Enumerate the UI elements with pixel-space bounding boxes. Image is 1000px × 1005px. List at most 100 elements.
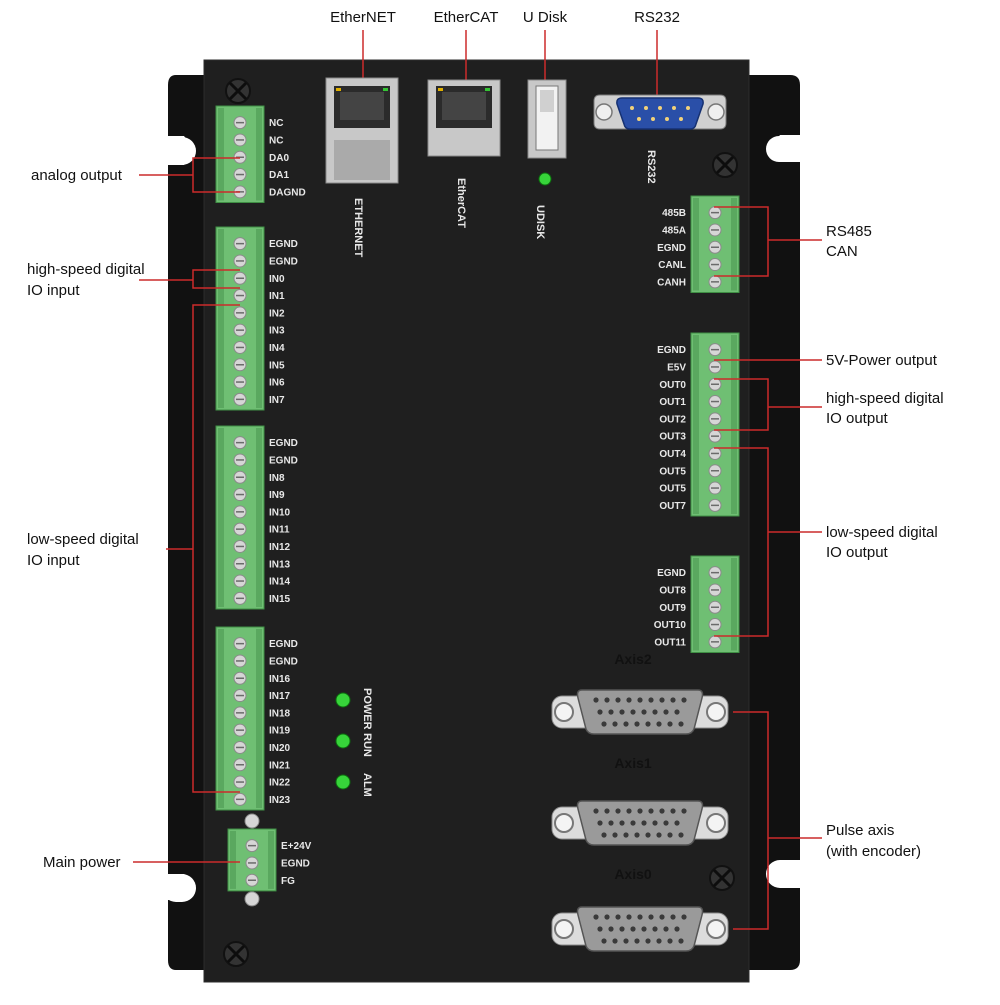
usb-port[interactable] [527, 79, 567, 159]
terminal-screw[interactable] [233, 740, 247, 754]
led-run-indicator: RUN [335, 733, 373, 757]
terminal-screw[interactable] [233, 654, 247, 668]
terminal-screw[interactable] [233, 775, 247, 789]
terminal-screw[interactable] [708, 275, 722, 289]
ethernet-port[interactable] [325, 77, 399, 184]
terminal-screw[interactable] [708, 258, 722, 272]
pin-label: DA1 [269, 170, 289, 181]
terminal-screw[interactable] [233, 392, 247, 406]
terminal-screw[interactable] [233, 254, 247, 268]
terminal-screw[interactable] [233, 557, 247, 571]
terminal-screw[interactable] [233, 637, 247, 651]
pin-label: OUT5 [659, 484, 686, 495]
terminal-screw[interactable] [708, 343, 722, 357]
axis1-connector[interactable] [551, 800, 729, 846]
led-power-label: POWER [361, 688, 373, 730]
terminal-screw[interactable] [233, 792, 247, 806]
pin-label: CANL [658, 260, 686, 271]
terminal-screw[interactable] [245, 839, 259, 853]
pin-label: IN5 [269, 360, 285, 371]
udisk-top-label: U Disk [523, 9, 568, 26]
pin-label: OUT8 [659, 585, 686, 596]
pin-label: FG [281, 876, 295, 887]
terminal-screw[interactable] [708, 600, 722, 614]
terminal-screw[interactable] [233, 488, 247, 502]
callout-ls-input-line2: IO input [27, 552, 80, 569]
terminal-screw[interactable] [708, 481, 722, 495]
callout-hs-input-line2: IO input [27, 282, 80, 299]
terminal-screw[interactable] [708, 498, 722, 512]
callout-hs-output-line1: high-speed digital [826, 390, 944, 407]
terminal-screw[interactable] [233, 237, 247, 251]
callout-analog-output: analog output [31, 167, 123, 184]
pin-label: IN21 [269, 760, 291, 771]
terminal-screw[interactable] [708, 446, 722, 460]
terminal-screw[interactable] [233, 116, 247, 130]
axis2-connector[interactable] [551, 689, 729, 735]
terminal-screw[interactable] [233, 358, 247, 372]
pin-label: CANH [657, 277, 686, 288]
pin-label: IN9 [269, 490, 285, 501]
terminal-screw[interactable] [233, 340, 247, 354]
terminal-screw[interactable] [708, 360, 722, 374]
pin-label: OUT4 [659, 449, 686, 460]
terminal-screw[interactable] [245, 873, 259, 887]
axis0-connector[interactable] [551, 906, 729, 952]
pin-label: IN11 [269, 525, 290, 536]
pin-label: IN20 [269, 743, 291, 754]
terminal-screw[interactable] [233, 168, 247, 182]
terminal-screw[interactable] [233, 505, 247, 519]
terminal-screw[interactable] [233, 133, 247, 147]
rs232-panel-label: RS232 [645, 150, 657, 184]
pin-label: EGND [281, 858, 310, 869]
pin-label: EGND [269, 256, 298, 267]
terminal-screw[interactable] [233, 671, 247, 685]
ethercat-port[interactable] [427, 79, 501, 157]
terminal-screw[interactable] [708, 206, 722, 220]
terminal-screw[interactable] [233, 453, 247, 467]
terminal-screw[interactable] [708, 583, 722, 597]
terminal-screw[interactable] [708, 566, 722, 580]
terminal-screw[interactable] [708, 635, 722, 649]
terminal-screw[interactable] [233, 375, 247, 389]
pin-label: IN4 [269, 343, 285, 354]
rs232-db9-connector[interactable] [593, 94, 727, 130]
terminal-screw[interactable] [708, 240, 722, 254]
terminal-screw[interactable] [233, 470, 247, 484]
terminal-screw[interactable] [233, 289, 247, 303]
terminal-screw[interactable] [708, 395, 722, 409]
terminal-screw[interactable] [708, 618, 722, 632]
pin-label: IN18 [269, 708, 291, 719]
terminal-screw[interactable] [233, 539, 247, 553]
terminal-screw[interactable] [708, 377, 722, 391]
led-power-indicator: POWER [335, 688, 373, 730]
pin-label: EGND [269, 455, 298, 466]
terminal-screw[interactable] [233, 758, 247, 772]
terminal-screw[interactable] [233, 591, 247, 605]
terminal-screw[interactable] [233, 271, 247, 285]
udisk-led [538, 172, 552, 186]
terminal-screw[interactable] [233, 689, 247, 703]
pin-label: 485B [662, 208, 686, 219]
terminal-screw[interactable] [708, 429, 722, 443]
pin-label: IN23 [269, 795, 291, 806]
pin-label: IN1 [269, 291, 285, 302]
terminal-screw[interactable] [233, 723, 247, 737]
terminal-screw[interactable] [233, 436, 247, 450]
terminal-screw[interactable] [233, 323, 247, 337]
terminal-screw[interactable] [233, 574, 247, 588]
terminal-screw[interactable] [233, 306, 247, 320]
terminal-screw[interactable] [245, 856, 259, 870]
terminal-screw[interactable] [708, 464, 722, 478]
terminal-screw[interactable] [233, 706, 247, 720]
pin-label: OUT9 [659, 603, 686, 614]
terminal-screw[interactable] [708, 223, 722, 237]
terminal-screw[interactable] [708, 412, 722, 426]
pin-label: OUT10 [654, 620, 687, 631]
terminal-screw[interactable] [233, 522, 247, 536]
panel-screw-bottom-left [223, 941, 249, 967]
